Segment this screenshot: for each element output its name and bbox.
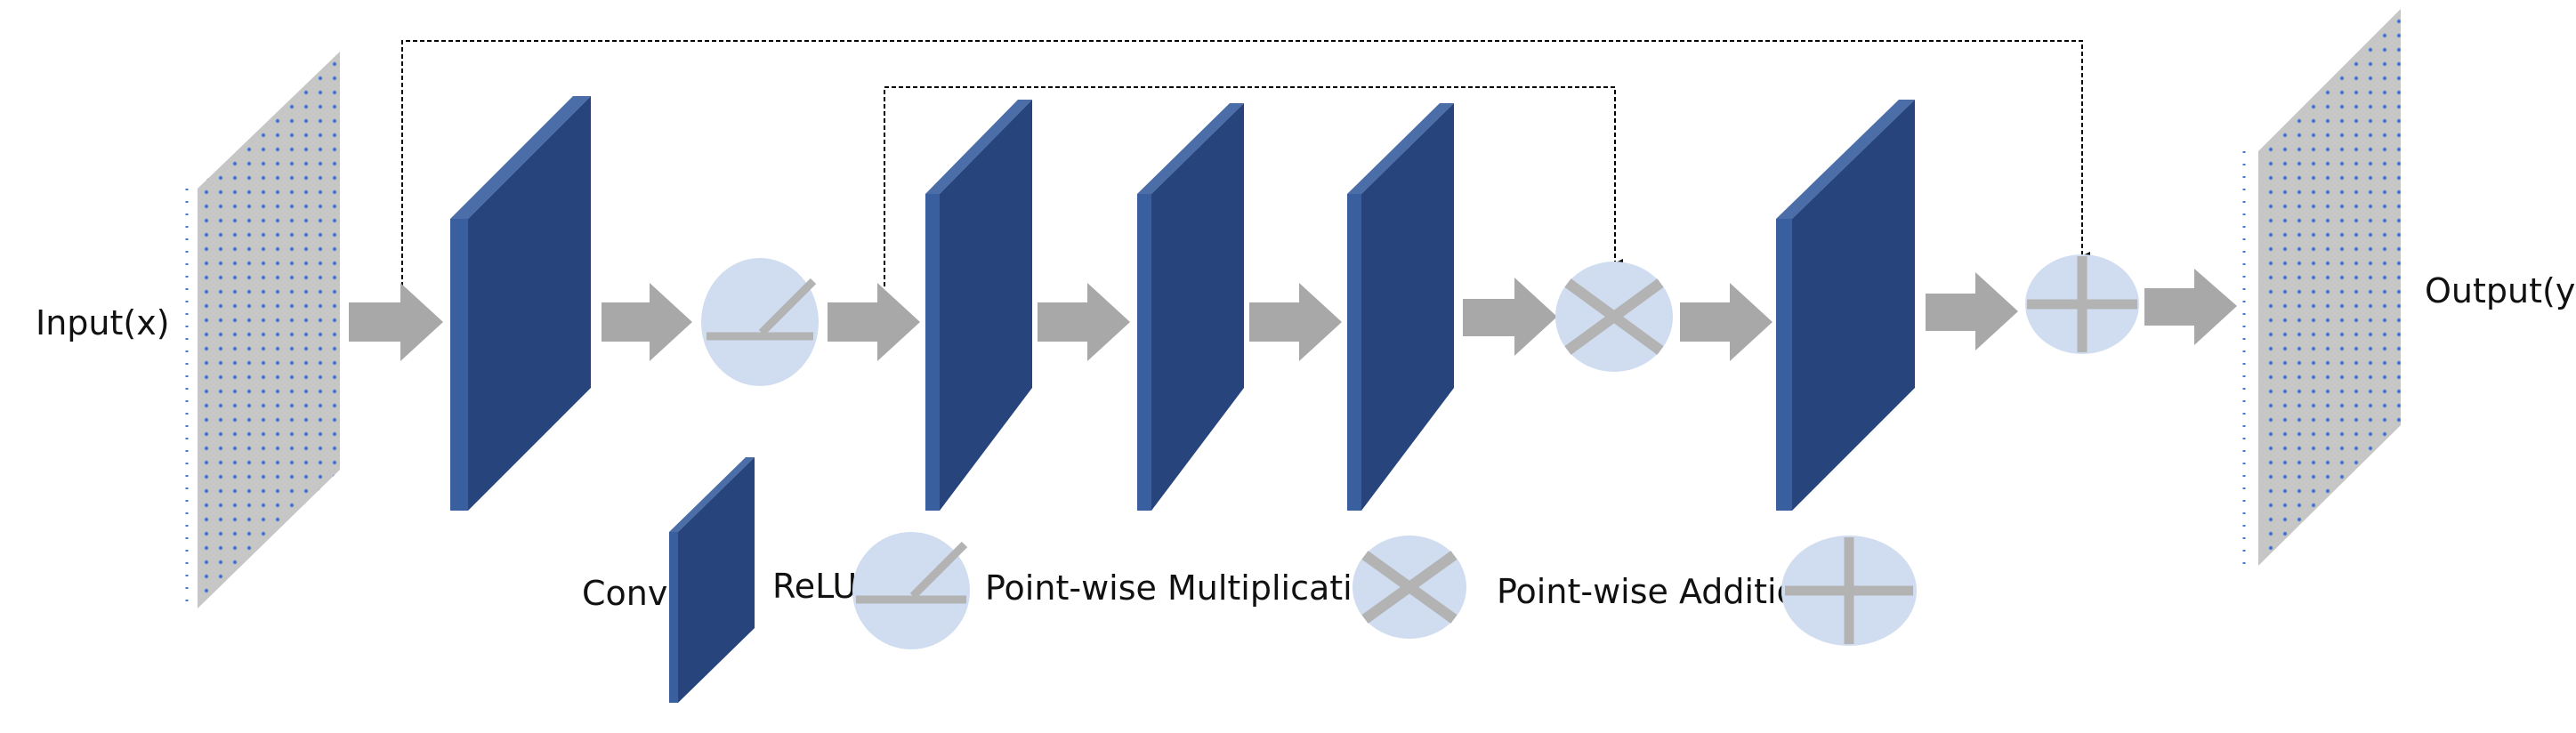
arrow-conv1-to-relu: [602, 283, 692, 361]
output-feature-map: [2242, 9, 2401, 566]
arrow-input-to-conv1: [349, 283, 443, 361]
skip-connection-relu-to-multiplication: [884, 86, 1623, 286]
skip-connections: [401, 40, 2090, 286]
legend: Conv ReLU Point-wise Multiplication Poin…: [582, 457, 1917, 703]
legend-multiplication-label: Point-wise Multiplication: [985, 568, 1394, 608]
flow-arrows: [349, 269, 2237, 361]
legend-multiplication-swatch: [1353, 536, 1466, 639]
legend-relu-label: ReLU: [772, 567, 857, 606]
arrow-multiply-to-conv5: [1680, 283, 1773, 361]
conv-block-2: [925, 100, 1032, 511]
addition-node: [2025, 254, 2139, 354]
arrow-relu-to-conv2: [828, 283, 920, 361]
arrow-conv3-to-conv4: [1249, 283, 1342, 361]
multiplication-node: [1555, 262, 1673, 372]
conv-block-1: [450, 96, 591, 511]
arrow-conv2-to-conv3: [1038, 283, 1130, 361]
input-feature-map: [185, 52, 340, 608]
relu-node: [701, 258, 819, 386]
legend-conv-swatch: [669, 457, 755, 703]
conv-block-3: [1137, 103, 1244, 511]
legend-addition-swatch: [1781, 536, 1917, 646]
arrow-conv4-to-multiply: [1463, 278, 1557, 356]
arrow-conv5-to-add: [1926, 272, 2018, 350]
legend-conv-label: Conv: [582, 574, 667, 613]
skip-connection-input-to-addition: [401, 40, 2090, 286]
conv-block-4: [1347, 103, 1454, 511]
arrow-add-to-output: [2144, 269, 2237, 345]
legend-addition-label: Point-wise Addition: [1497, 572, 1819, 611]
legend-relu-swatch: [852, 532, 970, 649]
conv-block-5: [1776, 100, 1915, 511]
output-label: Output(y): [2425, 271, 2576, 310]
input-label: Input(x): [36, 303, 170, 342]
